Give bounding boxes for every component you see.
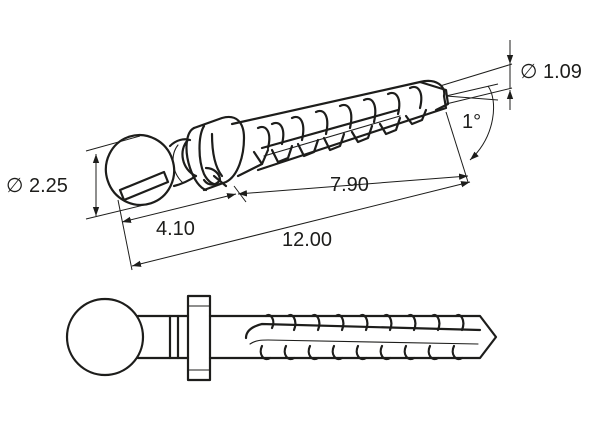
neck-side [136, 314, 180, 360]
thread-iso [230, 79, 450, 178]
ball-diameter-label: ∅ 2.25 [6, 175, 68, 197]
total-length-label: 12.00 [282, 229, 332, 251]
tip-diameter-label: ∅ 1.09 [520, 61, 582, 83]
side-view [65, 294, 498, 382]
collar-side [176, 294, 212, 382]
isometric-view: ∅ 2.25 ∅ 1.09 1° 4.10 7.90 12.00 [6, 40, 582, 271]
ball-head-iso [104, 133, 176, 207]
collar-length-label: 4.10 [156, 218, 195, 240]
collar-iso [185, 115, 246, 192]
taper-angle-label: 1° [462, 111, 481, 133]
dimension-lines-iso [85, 40, 514, 271]
ball-head-side [65, 297, 145, 377]
thread-side [208, 313, 498, 361]
thread-length-label: 7.90 [330, 174, 369, 196]
